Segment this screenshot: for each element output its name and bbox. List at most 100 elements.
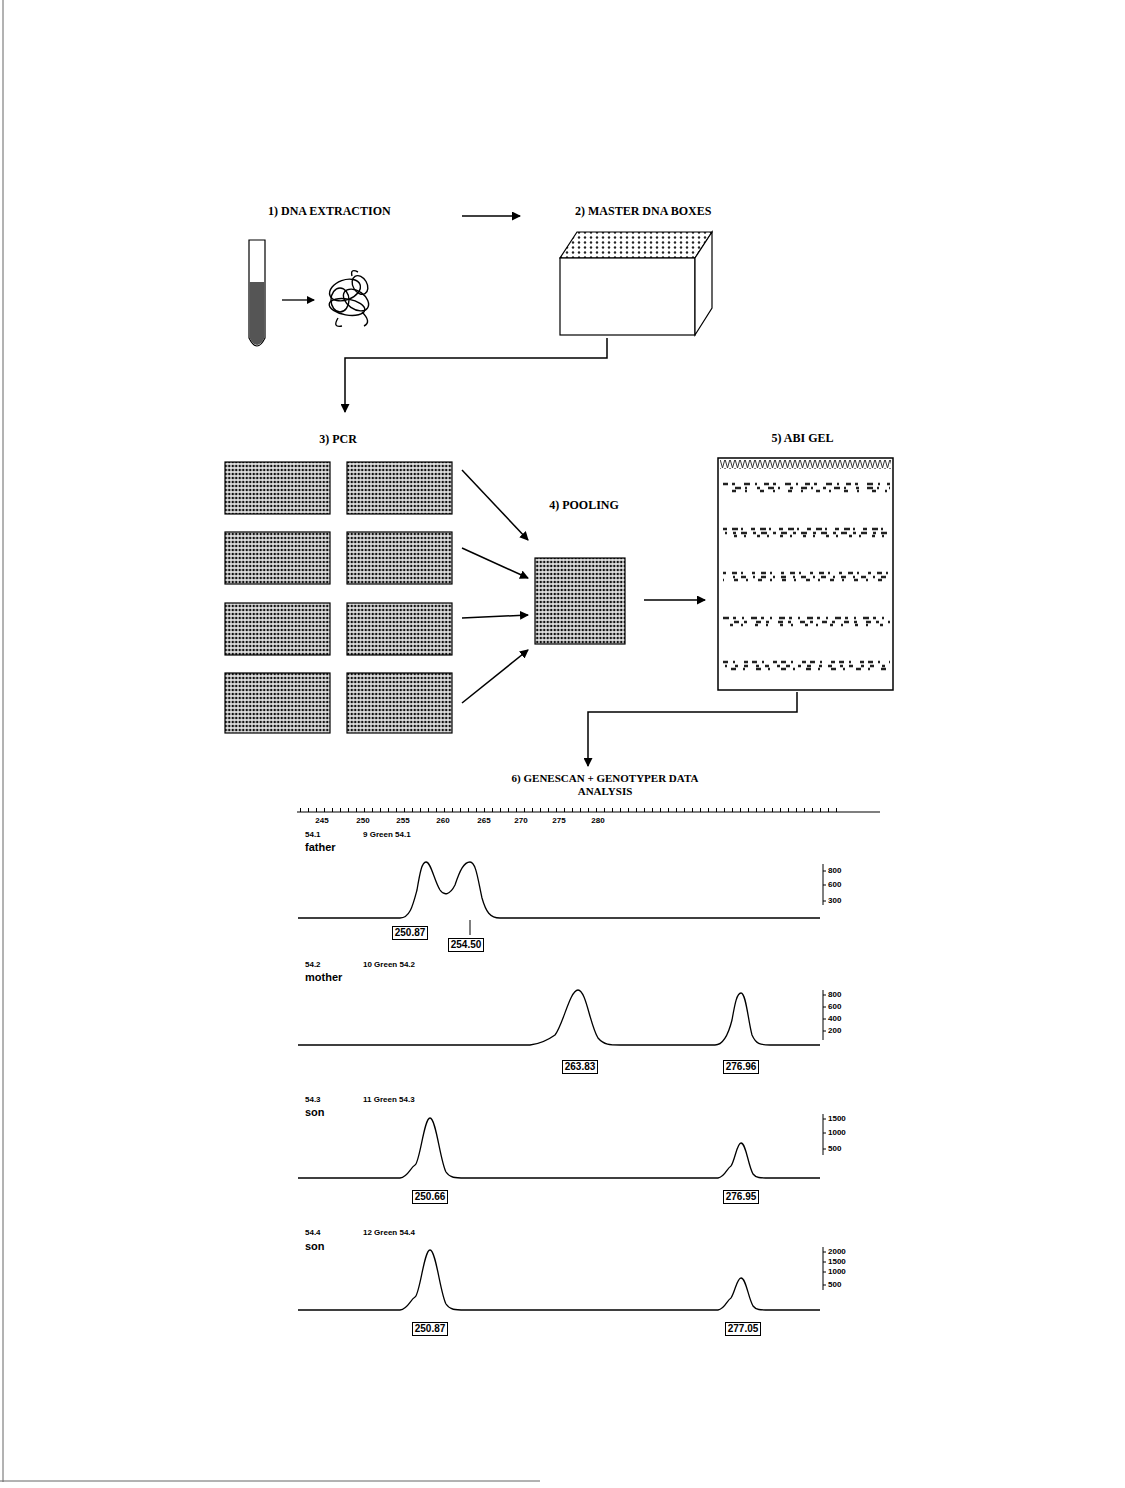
box-front [560,258,695,335]
test-tube [249,240,265,346]
flow-arrow [462,470,528,540]
step-title: 4) POOLING [528,498,640,512]
step-title: 2) MASTER DNA BOXES [575,204,711,218]
sample-name: son [305,1106,325,1118]
trace-label: 54.1 [305,830,321,840]
flow-arrow [462,650,528,703]
trace-label: 300 [828,896,841,906]
gel [718,458,893,690]
peak-size: 250.66 [415,1191,446,1203]
trace-label: 9 Green 54.1 [363,830,411,840]
trace-label: 54.3 [305,1095,321,1105]
peak-size: 254.50 [451,939,482,951]
trace-label: 800 [828,866,841,876]
peak-size-box: 250.87 [392,926,429,940]
pcr-plate [347,603,452,655]
trace-label: 600 [828,1002,841,1012]
axis-tick-label: 245 [315,816,328,826]
peak-size-box: 250.66 [412,1190,449,1204]
pcr-plate [347,462,452,514]
trace-label: 800 [828,990,841,1000]
gel-bands [723,484,890,669]
peak-leader [470,920,471,935]
pcr-plate [225,532,330,584]
peak-size: 250.87 [395,927,426,939]
flow-arrow [462,615,528,618]
pcr-plate [347,532,452,584]
peak-size-box: 263.83 [562,1060,599,1074]
trace-label: 2000 [828,1247,846,1257]
trace-label: 54.4 [305,1228,321,1238]
pcr-plate [225,603,330,655]
process-step: 1) DNA EXTRACTION [240,198,462,350]
trace-label: 500 [828,1144,841,1154]
box-side [695,232,712,335]
trace-son [298,1118,820,1178]
peak-size-box: 276.95 [723,1190,760,1204]
flow-arrow [345,338,607,412]
axis-tick-label: 250 [356,816,369,826]
peak-size: 276.96 [726,1061,757,1073]
dna-tangle [327,271,373,327]
axis-tick-label: 275 [552,816,565,826]
peak-size-box: 254.50 [448,938,485,952]
peak-size: 276.95 [726,1191,757,1203]
trace-father [298,862,820,918]
peak-size-box: 250.87 [412,1322,449,1336]
peak-size-box: 277.05 [725,1322,762,1336]
axis-tick-label: 265 [477,816,490,826]
flow-arrow [588,692,797,766]
trace-label: 600 [828,880,841,890]
process-step: 4) POOLING [528,490,644,648]
trace-label: 1000 [828,1128,846,1138]
trace-label: 12 Green 54.4 [363,1228,415,1238]
trace-label: 400 [828,1014,841,1024]
trace-label: 1500 [828,1257,846,1267]
pcr-plate [225,673,330,733]
pcr-plate [347,673,452,733]
step-title: 6) GENESCAN + GENOTYPER DATA ANALYSIS [505,772,705,798]
trace-label: 500 [828,1280,841,1290]
flow-arrow [462,215,520,217]
step-title: 1) DNA EXTRACTION [268,204,391,218]
axis-tick-label: 280 [591,816,604,826]
peak-size-box: 276.96 [723,1060,760,1074]
axis-tick-label: 270 [514,816,527,826]
box-top [560,232,712,258]
peak-size: 250.87 [415,1323,446,1335]
trace-mother [298,990,820,1045]
pooled-plate [535,558,625,644]
axis-ticks [300,808,840,812]
peak-size: 277.05 [728,1323,759,1335]
sample-name: son [305,1240,325,1252]
electropherogram-traces [298,862,820,1310]
step-title: 5) ABI GEL [705,431,900,445]
gel-comb [720,460,891,469]
tube-arrow [282,299,314,300]
trace-label: 1500 [828,1114,846,1124]
trace-label: 1000 [828,1267,846,1277]
pcr-plate [225,462,330,514]
pcr-plates [225,462,452,733]
trace-label: 200 [828,1026,841,1036]
process-step: 5) ABI GEL [705,425,904,692]
trace-son [298,1250,820,1310]
axis-tick-label: 260 [436,816,449,826]
intensity-axes [823,864,826,1290]
process-step: 6) GENESCAN + GENOTYPER DATA ANALYSIS 250… [290,766,880,1286]
trace-label: 54.2 [305,960,321,970]
flow-arrow [462,548,528,578]
flow-arrow [644,599,705,601]
page-frame [3,0,4,1482]
sample-name: mother [305,971,342,983]
process-step: 2) MASTER DNA BOXES [520,198,745,338]
trace-label: 11 Green 54.3 [363,1095,415,1105]
process-step: 3) PCR [218,412,462,740]
peak-size: 263.83 [565,1061,596,1073]
trace-label: 10 Green 54.2 [363,960,415,970]
step-title: 3) PCR [218,432,458,446]
sample-name: father [305,841,336,853]
